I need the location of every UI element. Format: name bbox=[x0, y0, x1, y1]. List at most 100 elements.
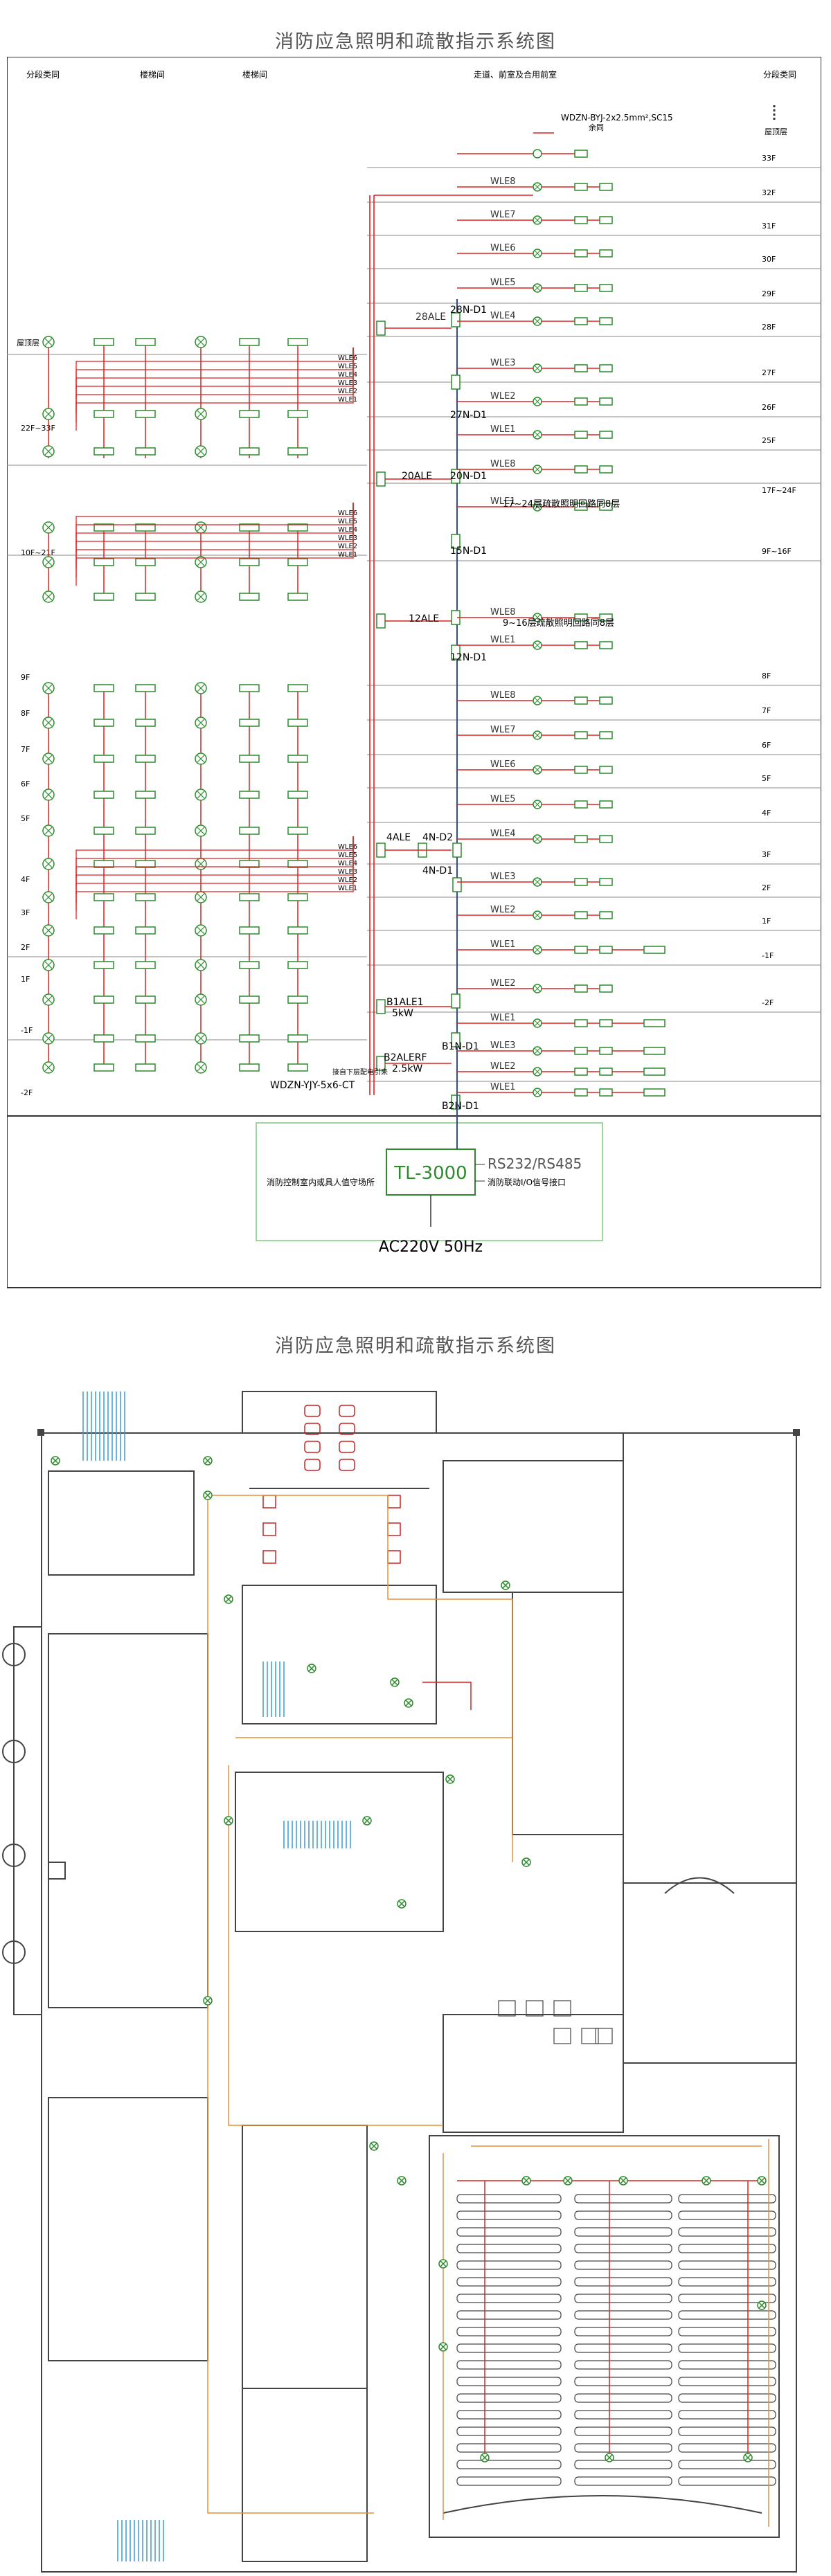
branch-label: WLE5 bbox=[490, 278, 516, 288]
emergency-light-icon bbox=[533, 1018, 542, 1028]
emergency-light-icon bbox=[195, 717, 207, 729]
emergency-light-icon bbox=[702, 2176, 711, 2186]
exit-sign-icon bbox=[599, 1019, 613, 1027]
distribution-node-icon bbox=[451, 534, 461, 549]
exit-sign-icon bbox=[135, 719, 156, 727]
exit-sign-icon bbox=[574, 1068, 588, 1076]
stair-branch-label: WLE4 bbox=[338, 860, 357, 867]
floor-labels-right: 33F32F31F30F29F28F27F26F25F17F~24F9F~16F… bbox=[762, 154, 796, 1007]
exit-sign-icon bbox=[239, 410, 260, 418]
stair-branch-label: WLE3 bbox=[338, 868, 357, 876]
stair-branch-label: WLE6 bbox=[338, 843, 357, 851]
floor-label-left: -1F bbox=[21, 1026, 33, 1035]
exit-sign-icon bbox=[93, 719, 114, 727]
exit-sign-icon bbox=[93, 996, 114, 1004]
floor-label-right: 8F bbox=[762, 672, 771, 681]
exit-sign-icon bbox=[93, 827, 114, 835]
branch-label: WLE1 bbox=[490, 496, 516, 507]
exit-sign-icon bbox=[599, 766, 613, 774]
exit-sign-icon bbox=[135, 926, 156, 935]
exit-sign-icon bbox=[93, 791, 114, 799]
exit-sign-icon bbox=[287, 1063, 308, 1072]
exit-sign-icon bbox=[574, 731, 588, 739]
exit-sign-icon bbox=[599, 183, 613, 191]
exit-sign-icon bbox=[599, 431, 613, 439]
emergency-light-icon bbox=[42, 408, 55, 420]
note-range-9-16: 9~16层疏散照明回路同8层 bbox=[503, 618, 614, 629]
exit-sign-icon bbox=[574, 150, 588, 158]
emergency-light-icon bbox=[533, 1046, 542, 1056]
emergency-light-icon bbox=[533, 877, 542, 887]
emergency-light-icon bbox=[533, 283, 542, 293]
exit-sign-icon bbox=[287, 410, 308, 418]
emergency-light-icon bbox=[42, 789, 55, 801]
exit-sign-icon bbox=[643, 1047, 665, 1055]
exit-sign-icon bbox=[93, 961, 114, 969]
node-12n-label: 12N-D1 bbox=[450, 652, 487, 663]
exit-sign-icon bbox=[574, 878, 588, 886]
stair-branch-label: WLE6 bbox=[338, 354, 357, 362]
exit-sign-icon bbox=[574, 397, 588, 406]
exit-sign-icon bbox=[574, 984, 588, 993]
exit-sign-icon bbox=[599, 911, 613, 919]
emergency-light-icon bbox=[397, 2176, 406, 2186]
emergency-light-icon bbox=[533, 465, 542, 474]
box-b2alerf-label: B2ALERF bbox=[384, 1052, 427, 1063]
exit-sign-icon bbox=[93, 926, 114, 935]
node-27n-label: 27N-D1 bbox=[450, 410, 487, 421]
exit-sign-icon bbox=[574, 1019, 588, 1027]
exit-sign-icon bbox=[574, 431, 588, 439]
exit-sign-icon bbox=[574, 766, 588, 774]
emergency-light-icon bbox=[362, 1816, 372, 1826]
node-b2n-label: B2N-D1 bbox=[442, 1101, 479, 1112]
exit-sign-icon bbox=[287, 447, 308, 456]
floor-label-right: 1F bbox=[762, 917, 771, 926]
emergency-light-icon bbox=[51, 1456, 60, 1466]
branch-label: WLE6 bbox=[490, 759, 516, 770]
floor-label-left: 1F bbox=[21, 975, 30, 984]
exit-sign-icon bbox=[287, 860, 308, 868]
branch-label: WLE3 bbox=[490, 358, 516, 368]
roof-label-right: 屋顶层 bbox=[765, 127, 787, 136]
emergency-light-icon bbox=[618, 2176, 628, 2186]
exit-sign-icon bbox=[239, 338, 260, 346]
exit-sign-icon bbox=[239, 1063, 260, 1072]
exit-sign-icon bbox=[135, 447, 156, 456]
distribution-node-icon bbox=[451, 375, 461, 390]
exit-sign-icon bbox=[599, 364, 613, 372]
distribution-box-icon bbox=[376, 321, 386, 336]
exit-sign-icon bbox=[93, 593, 114, 601]
exit-sign-icon bbox=[287, 827, 308, 835]
exit-sign-icon bbox=[135, 755, 156, 763]
header-seg-left: 分段类同 bbox=[26, 69, 60, 80]
emergency-light-icon bbox=[42, 993, 55, 1006]
branch-label: WLE4 bbox=[490, 829, 516, 839]
emergency-lighting-system-diagram: 分段类同 楼梯间 楼梯间 走道、前室及合用前室 分段类同 WDZN-BYJ-2x… bbox=[7, 57, 821, 1288]
emergency-light-icon bbox=[42, 591, 55, 603]
emergency-light-icon bbox=[203, 1490, 213, 1500]
controller-name: TL-3000 bbox=[393, 1163, 467, 1184]
exit-sign-icon bbox=[239, 447, 260, 456]
node-20n-label: 20N-D1 bbox=[450, 471, 487, 482]
exit-sign-icon bbox=[93, 338, 114, 346]
distribution-node-icon bbox=[451, 1032, 461, 1047]
distribution-node-icon bbox=[451, 312, 461, 327]
exit-sign-icon bbox=[643, 1088, 665, 1097]
branch-label: WLE8 bbox=[490, 690, 516, 701]
stair-branch-label: WLE6 bbox=[338, 510, 357, 517]
exit-sign-icon bbox=[599, 641, 613, 649]
emergency-light-icon bbox=[757, 2300, 767, 2310]
box-12ale-label: 12ALE bbox=[409, 613, 439, 624]
emergency-light-icon bbox=[533, 910, 542, 920]
node-15n-label: 15N-D1 bbox=[450, 546, 487, 557]
header-seg-right: 分段类同 bbox=[763, 69, 796, 80]
exit-sign-icon bbox=[599, 984, 613, 993]
stair-branch-label: WLE5 bbox=[338, 518, 357, 525]
exit-sign-icon bbox=[239, 1034, 260, 1043]
emergency-light-icon bbox=[195, 753, 207, 765]
floor-label-right: 27F bbox=[762, 368, 776, 377]
roof-room-note: 余同 bbox=[589, 123, 604, 132]
exit-sign-icon bbox=[239, 593, 260, 601]
exit-sign-icon bbox=[287, 791, 308, 799]
stair-branch-label: WLE1 bbox=[338, 396, 357, 404]
